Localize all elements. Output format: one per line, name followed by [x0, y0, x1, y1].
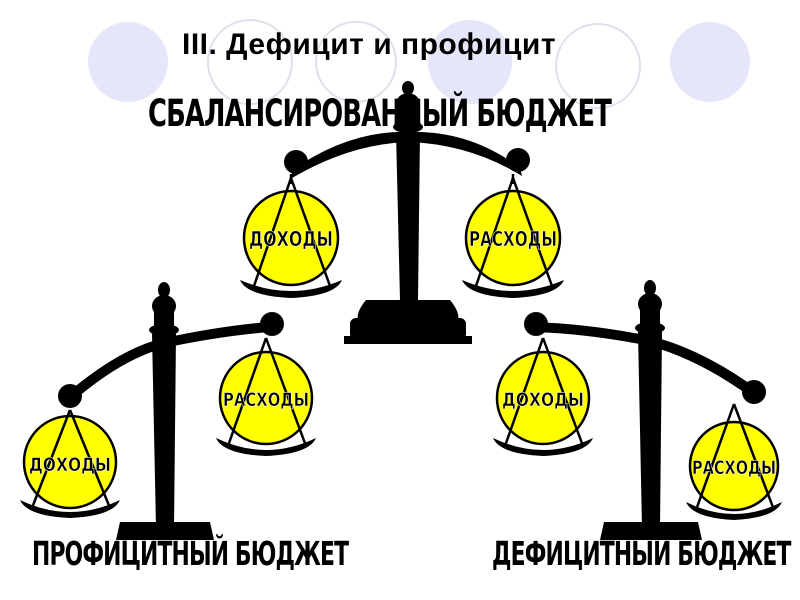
- expenses-pan: РАСХОДЫ: [686, 404, 782, 520]
- pan-label-income: ДОХОДЫ: [249, 227, 333, 251]
- caption-deficit-budget: ДЕФИЦИТНЫЙ БЮДЖЕТ: [492, 536, 791, 574]
- income-pan: ДОХОДЫ: [493, 338, 593, 456]
- pan-label-expenses: РАСХОДЫ: [692, 457, 776, 479]
- pan-label-expenses: РАСХОДЫ: [469, 227, 557, 251]
- pan-label-income: ДОХОДЫ: [502, 389, 584, 411]
- pan-label-income: ДОХОДЫ: [29, 454, 111, 476]
- expenses-pan: РАСХОДЫ: [462, 174, 564, 298]
- caption-balanced-budget: СБАЛАНСИРОВАННЫЙ БЮДЖЕТ: [148, 92, 611, 136]
- expenses-pan: РАСХОДЫ: [216, 338, 316, 456]
- income-pan: ДОХОДЫ: [240, 174, 342, 298]
- surplus-scale: ДОХОДЫ РАСХОДЫ: [20, 282, 316, 540]
- pan-label-expenses: РАСХОДЫ: [223, 389, 309, 411]
- caption-surplus-budget: ПРОФИЦИТНЫЙ БЮДЖЕТ: [32, 536, 348, 574]
- income-pan: ДОХОДЫ: [20, 410, 120, 518]
- deficit-scale: ДОХОДЫ РАСХОДЫ: [493, 280, 782, 540]
